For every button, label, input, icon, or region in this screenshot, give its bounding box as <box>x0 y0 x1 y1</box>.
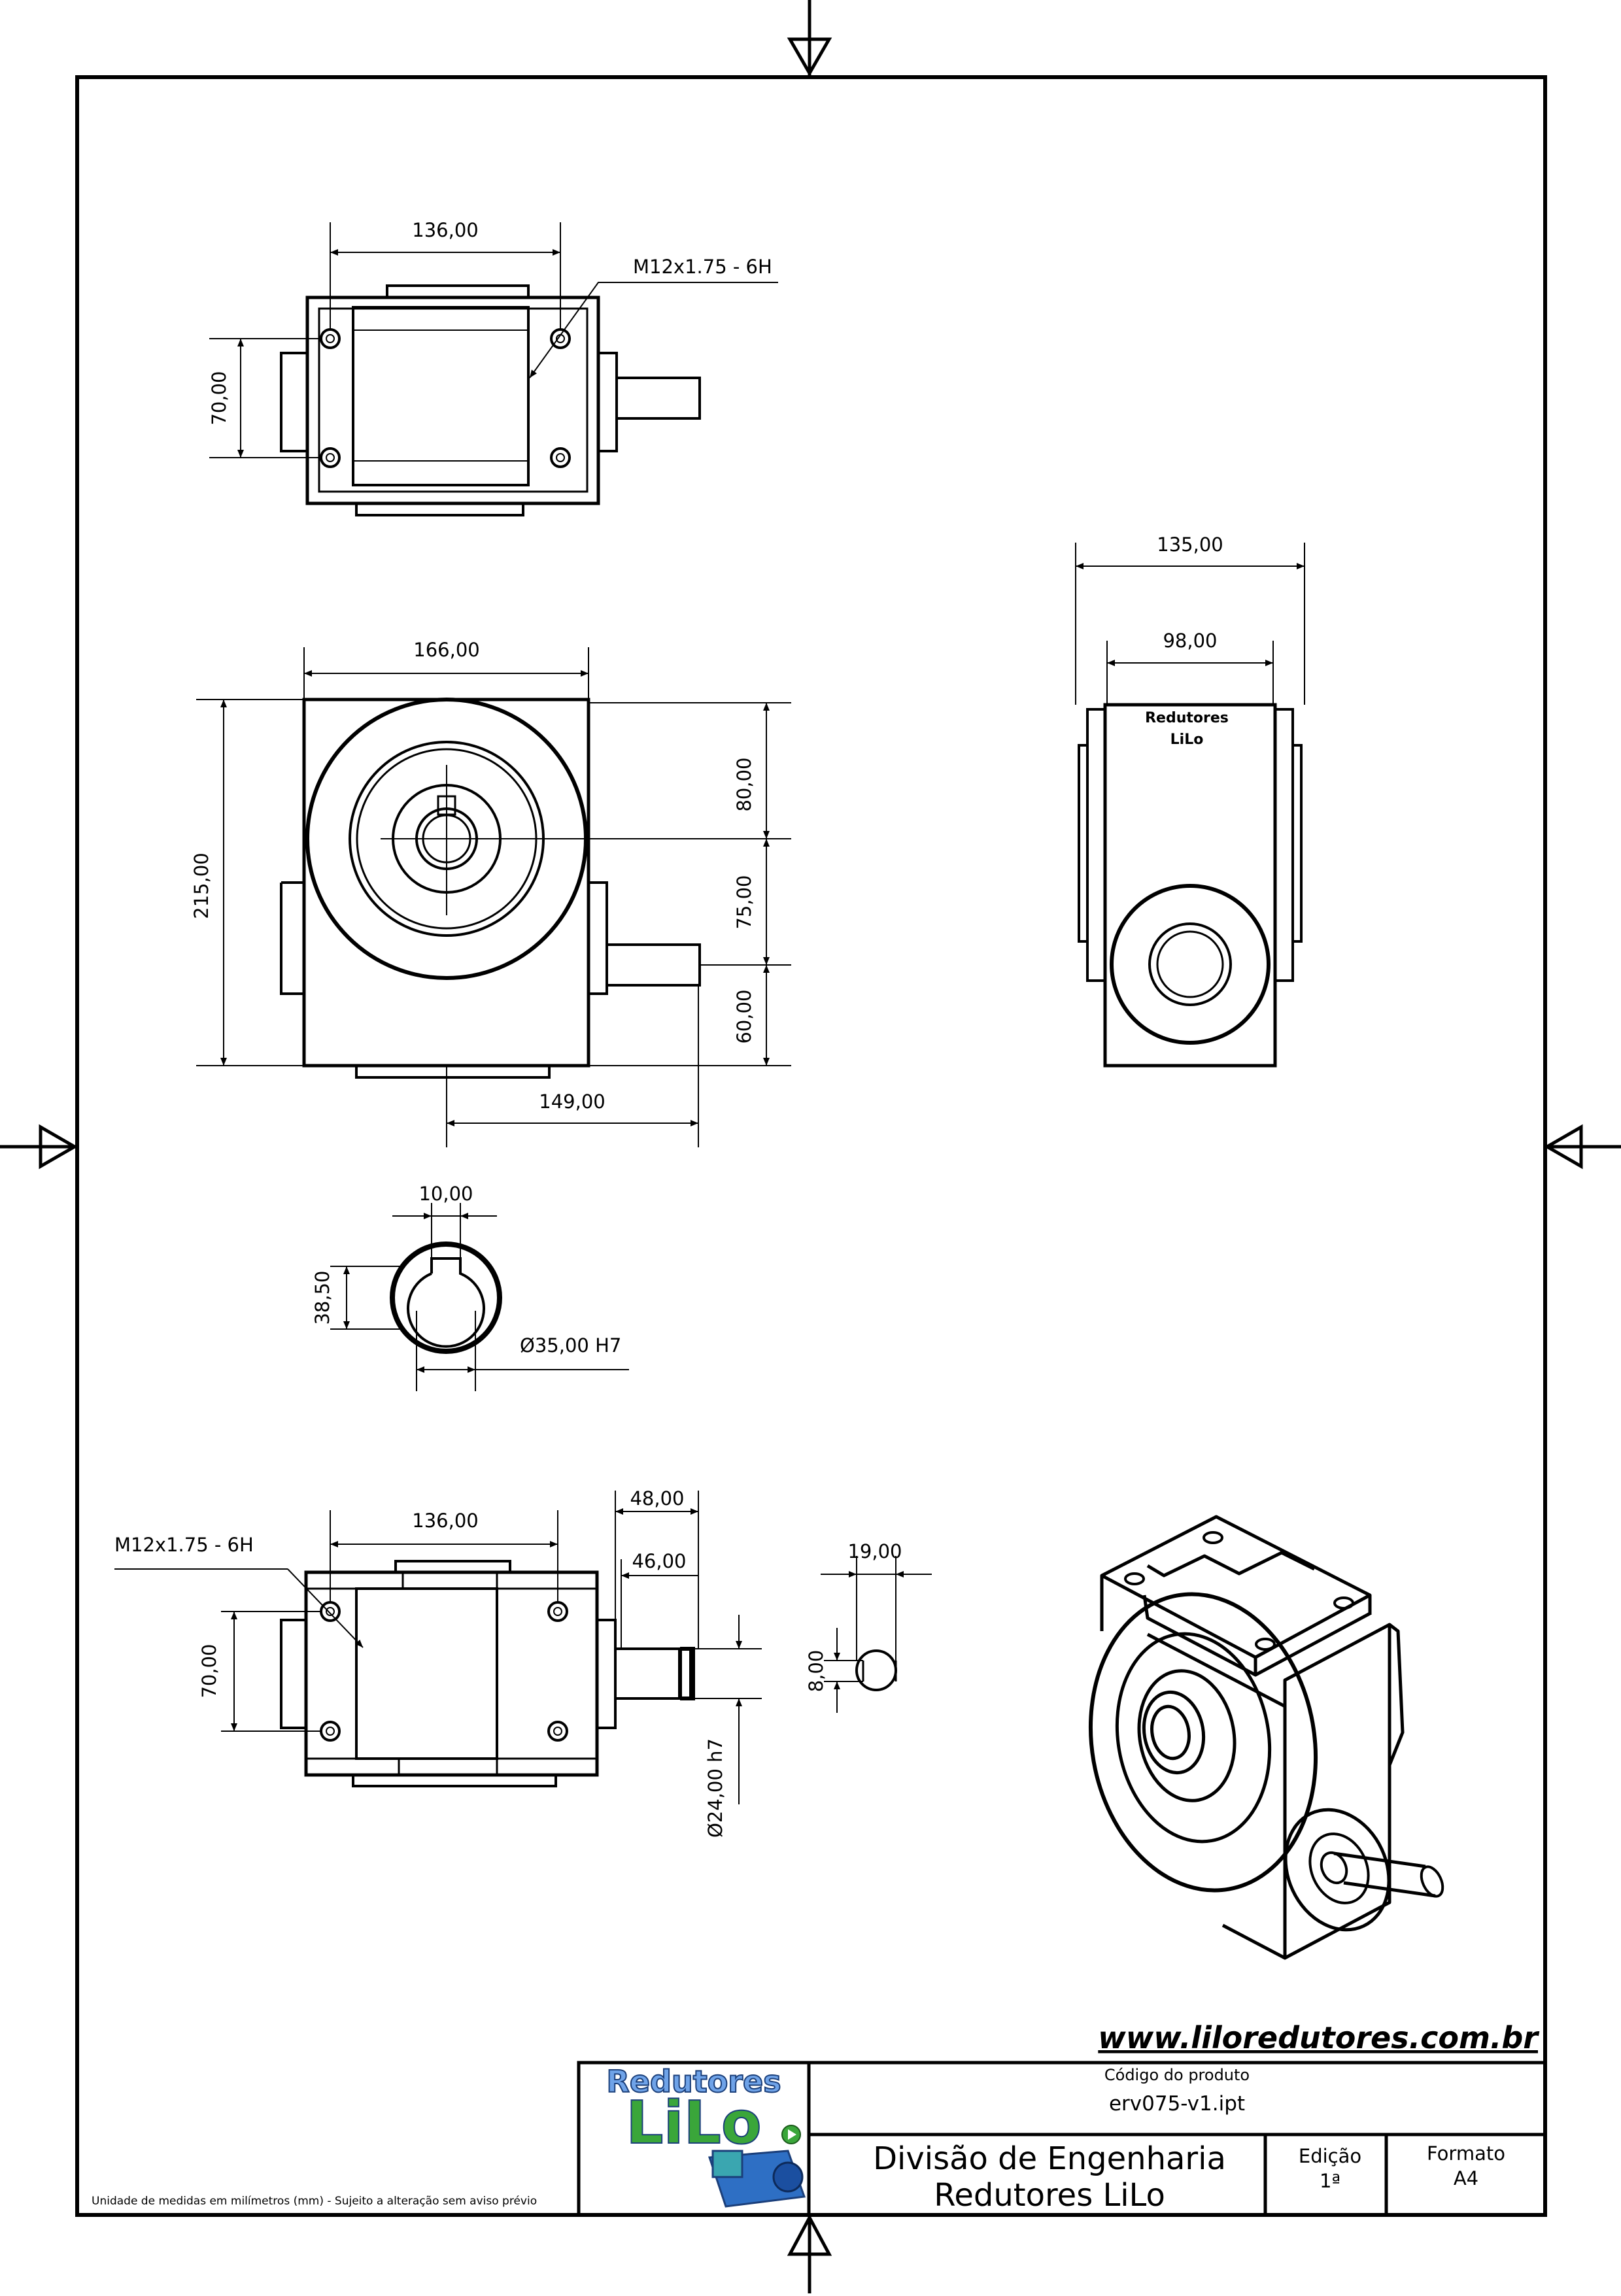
front-view-dimensions <box>196 647 791 1147</box>
dim-key-height: 8,00 <box>805 1650 827 1693</box>
side-engraving-line1: Redutores <box>1145 710 1229 726</box>
dim-front-height: 215,00 <box>190 853 213 919</box>
front-view <box>280 698 701 1079</box>
dim-key-width: 19,00 <box>847 1540 902 1562</box>
bore-detail <box>390 1241 502 1354</box>
key-detail-dimensions <box>821 1556 932 1713</box>
dim-bore-depth: 38,50 <box>311 1270 333 1325</box>
thread-callout-bottom: M12x1.75 - 6H <box>114 1534 254 1556</box>
dim-top-width: 136,00 <box>412 219 478 241</box>
top-view <box>280 284 701 516</box>
gear-motor-icon <box>708 2150 806 2208</box>
dim-bore-diameter: Ø35,00 H7 <box>520 1334 621 1357</box>
dim-shaft-diameter: Ø24,00 h7 <box>704 1738 726 1838</box>
title-block <box>77 2061 1547 2217</box>
dim-shaft-outer: 48,00 <box>630 1487 684 1510</box>
dim-front-upper: 80,00 <box>733 757 755 811</box>
product-code-label: Código do produto <box>1104 2066 1250 2084</box>
dim-top-spacing: 70,00 <box>208 371 230 425</box>
dim-bottom-width: 136,00 <box>412 1510 478 1532</box>
dim-bore-keyway: 10,00 <box>418 1183 473 1205</box>
edition-value: 1ª <box>1320 2170 1340 2192</box>
product-code-value: erv075-v1.ipt <box>1109 2092 1245 2116</box>
dim-front-middle: 75,00 <box>733 875 755 929</box>
format-label: Formato <box>1427 2142 1505 2165</box>
edition-label: Edição <box>1299 2145 1361 2167</box>
company-logo: Redutores LiLo <box>606 2063 806 2208</box>
dim-side-inner: 98,00 <box>1163 630 1217 652</box>
bore-detail-dimensions <box>330 1203 629 1391</box>
top-view-dimensions <box>209 222 778 458</box>
dim-bottom-spacing: 70,00 <box>198 1644 220 1698</box>
department-line2: Redutores LiLo <box>934 2177 1165 2214</box>
department-line1: Divisão de Engenharia <box>873 2140 1226 2177</box>
bottom-view <box>280 1560 695 1787</box>
thread-callout-top: M12x1.75 - 6H <box>633 256 772 278</box>
units-footnote: Unidade de medidas em milímetros (mm) - … <box>92 2195 537 2208</box>
dim-front-offset: 149,00 <box>539 1090 605 1113</box>
bottom-view-dimensions <box>114 1491 762 1804</box>
key-detail <box>855 1649 897 1691</box>
dim-side-outer: 135,00 <box>1157 533 1223 556</box>
side-engraving-line2: LiLo <box>1170 732 1204 748</box>
website-link[interactable]: www.liloredutores.com.br <box>1098 2020 1540 2055</box>
isometric-view <box>1088 1515 1444 1960</box>
dim-shaft-inner: 46,00 <box>632 1550 686 1572</box>
play-triangle-icon <box>788 2129 796 2140</box>
side-view <box>1078 703 1303 1068</box>
dim-front-width: 166,00 <box>413 639 479 661</box>
format-value: A4 <box>1454 2167 1478 2189</box>
side-view-dimensions <box>1075 543 1305 705</box>
logo-text-line1: Redutores <box>606 2064 781 2099</box>
dim-front-lower: 60,00 <box>733 989 755 1043</box>
logo-text-line2: LiLo <box>626 2089 761 2157</box>
